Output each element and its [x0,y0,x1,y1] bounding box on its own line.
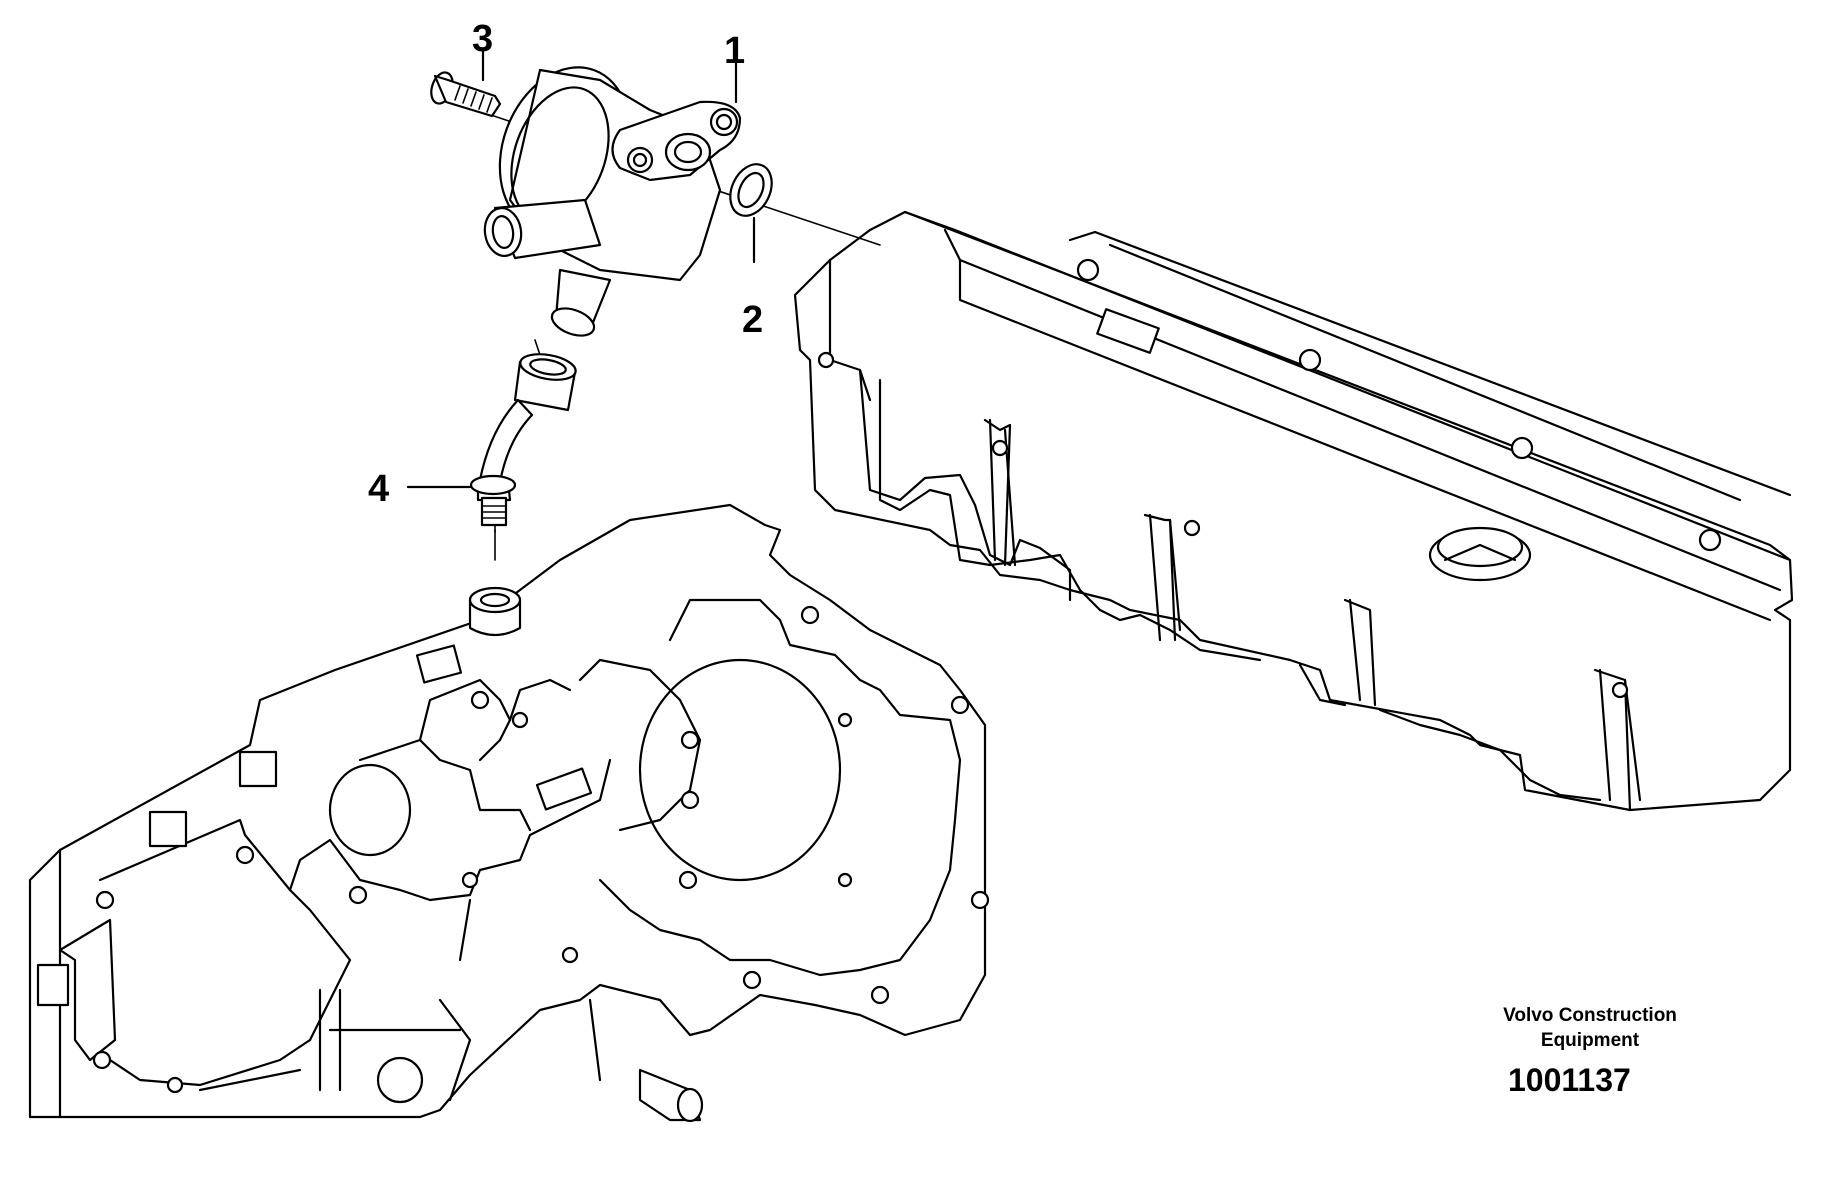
callout-leaders [406,48,756,489]
o-ring-part-2 [729,163,773,217]
callout-number-4: 4 [368,468,390,510]
bolt-part-3 [430,71,502,118]
company-name-line-1: Volvo Construction [1503,1005,1677,1026]
callout-number-1: 1 [724,30,746,72]
breather-housing-part-1 [483,66,742,337]
callout-number-3: 3 [472,18,494,60]
breather-pipe-part-4 [469,353,577,527]
company-name-line-2: Equipment [1540,1029,1640,1051]
company-name: Volvo Construction Equipment [1450,1004,1730,1053]
timing-gear-housing [28,503,990,1123]
valve-cover [793,210,1794,812]
callout-number-2: 2 [742,299,764,341]
illustration-number: 1001137 [1508,1062,1631,1098]
